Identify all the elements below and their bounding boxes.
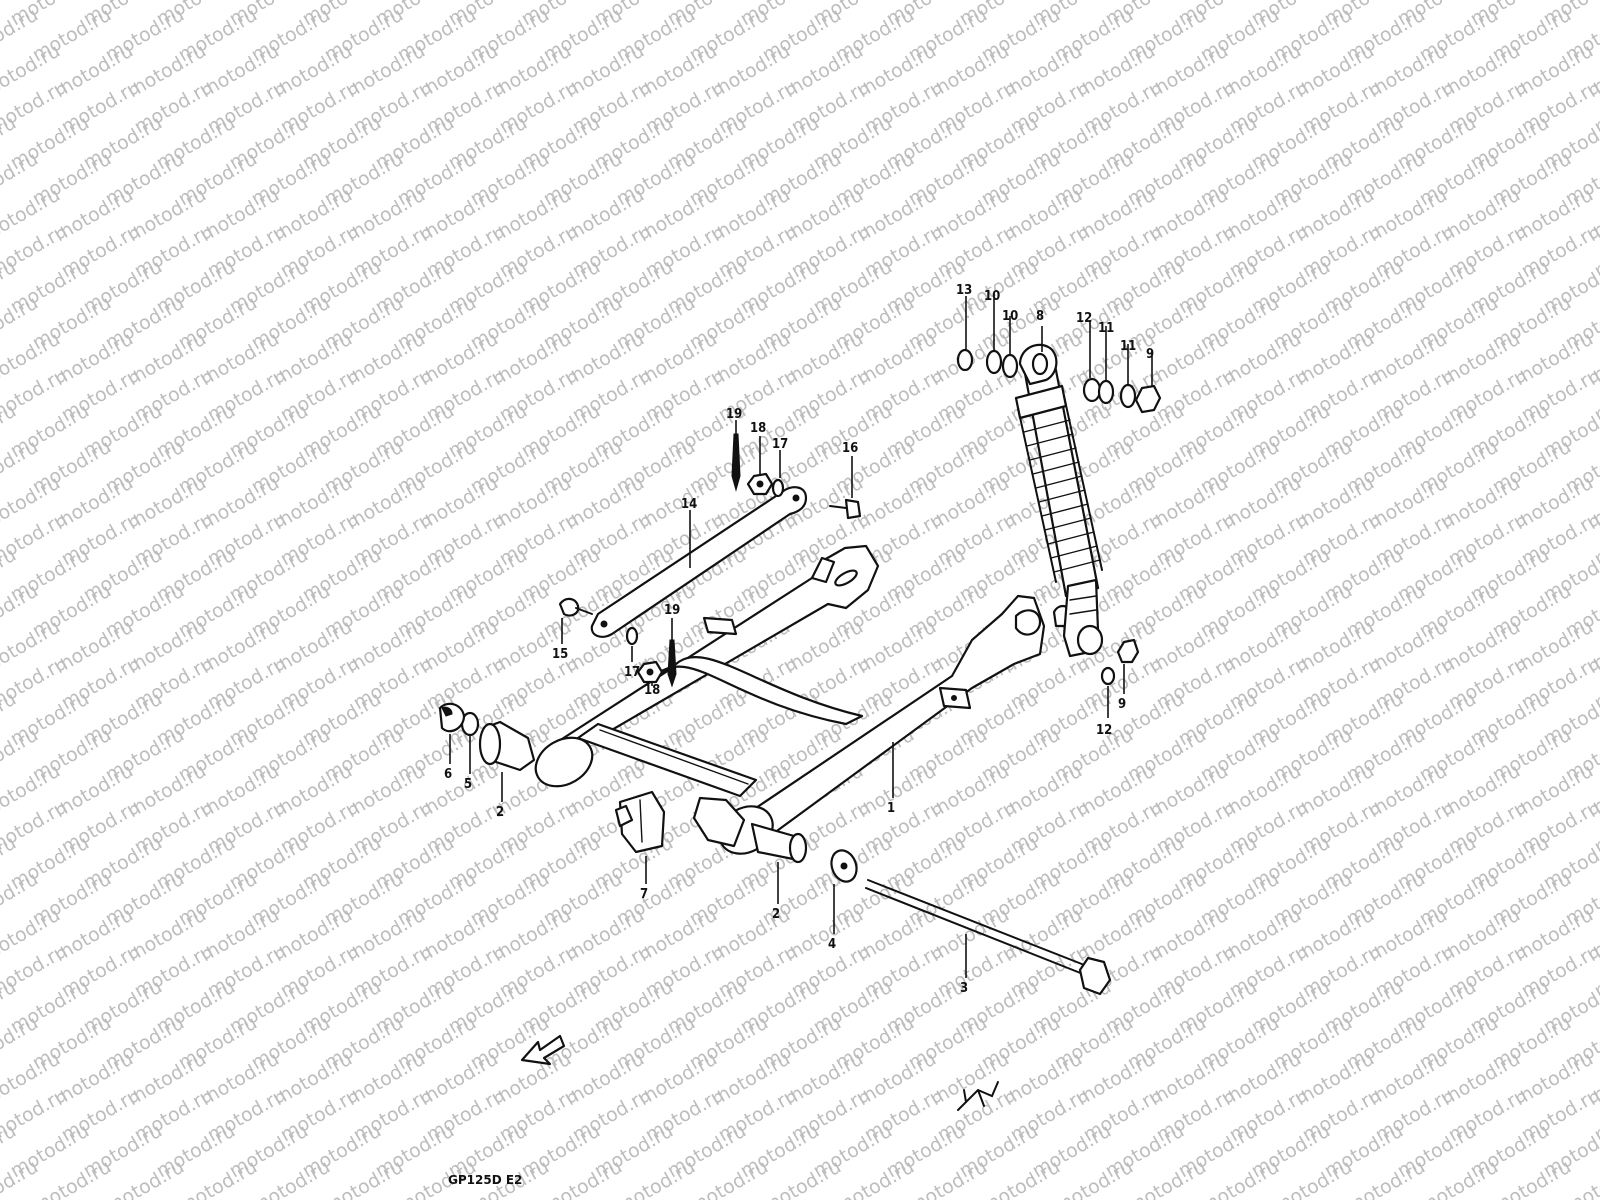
- callout-10b: 10: [1002, 309, 1018, 324]
- direction-mark: [957, 1081, 999, 1111]
- callout-3: 3: [960, 981, 968, 996]
- callout-19a: 19: [726, 407, 742, 422]
- callout-2b: 2: [772, 907, 780, 922]
- callout-2a: 2: [496, 805, 504, 820]
- washer-12-lower: [1100, 666, 1116, 686]
- callout-17a: 17: [772, 437, 788, 452]
- model-code: GP125D E2: [448, 1173, 522, 1187]
- callout-8: 8: [1036, 309, 1044, 324]
- swing-arm: [534, 544, 1072, 855]
- callout-19b: 19: [664, 603, 680, 618]
- callout-6: 6: [444, 767, 452, 782]
- callout-12a: 12: [1076, 311, 1092, 326]
- pivot-bushing-right: [692, 796, 808, 864]
- callout-16: 16: [842, 441, 858, 456]
- callout-12b: 12: [1096, 723, 1112, 738]
- cap-6: [438, 702, 466, 733]
- upper-shock-hardware: [956, 348, 1162, 414]
- pivot-bushing-left: [478, 720, 536, 772]
- cotter-pin-19-upper: [731, 433, 741, 492]
- bolt-16: [829, 498, 862, 520]
- callout-18b: 18: [644, 683, 660, 698]
- washer-4: [830, 849, 858, 883]
- nut-9-upper: [1134, 384, 1162, 414]
- callout-4: 4: [828, 937, 836, 952]
- nut-18-lower: [636, 660, 664, 684]
- nut-9-lower: [1116, 638, 1140, 664]
- pivot-shaft-3: [865, 879, 1112, 996]
- washer-10b: [1001, 353, 1019, 379]
- nut-18-upper: [746, 472, 774, 496]
- callout-9a: 9: [1146, 347, 1154, 362]
- cotter-pin-19-lower: [667, 639, 677, 688]
- callout-15: 15: [552, 647, 568, 662]
- callout-11a: 11: [1098, 321, 1114, 336]
- callout-5: 5: [464, 777, 472, 792]
- callout-9b: 9: [1118, 697, 1126, 712]
- washer-17-upper: [771, 478, 785, 498]
- washer-13: [956, 348, 974, 372]
- callout-11b: 11: [1120, 339, 1136, 354]
- rear-shock-absorber-8: [1014, 343, 1104, 658]
- washer-17-lower: [625, 626, 639, 646]
- leader-lines: [449, 296, 1153, 978]
- washer-12-upper: [1082, 377, 1102, 403]
- bolt-15: [558, 597, 593, 617]
- callout-10a: 10: [984, 289, 1000, 304]
- washer-11b: [1119, 383, 1137, 409]
- callout-1: 1: [887, 801, 895, 816]
- front-direction-arrow: [520, 1034, 566, 1066]
- callout-17b: 17: [624, 665, 640, 680]
- washer-10a: [985, 349, 1003, 375]
- callout-labels: 1 2 2 3 4 5 6 7 8 9 9 10 10 11 11 12 12 …: [444, 283, 1154, 996]
- chain-buffer-7: [614, 790, 666, 854]
- callout-13: 13: [956, 283, 972, 298]
- torque-link-14: [590, 486, 808, 638]
- callout-18a: 18: [750, 421, 766, 436]
- callout-14: 14: [681, 497, 697, 512]
- callout-7: 7: [640, 887, 648, 902]
- washer-11a: [1097, 379, 1115, 405]
